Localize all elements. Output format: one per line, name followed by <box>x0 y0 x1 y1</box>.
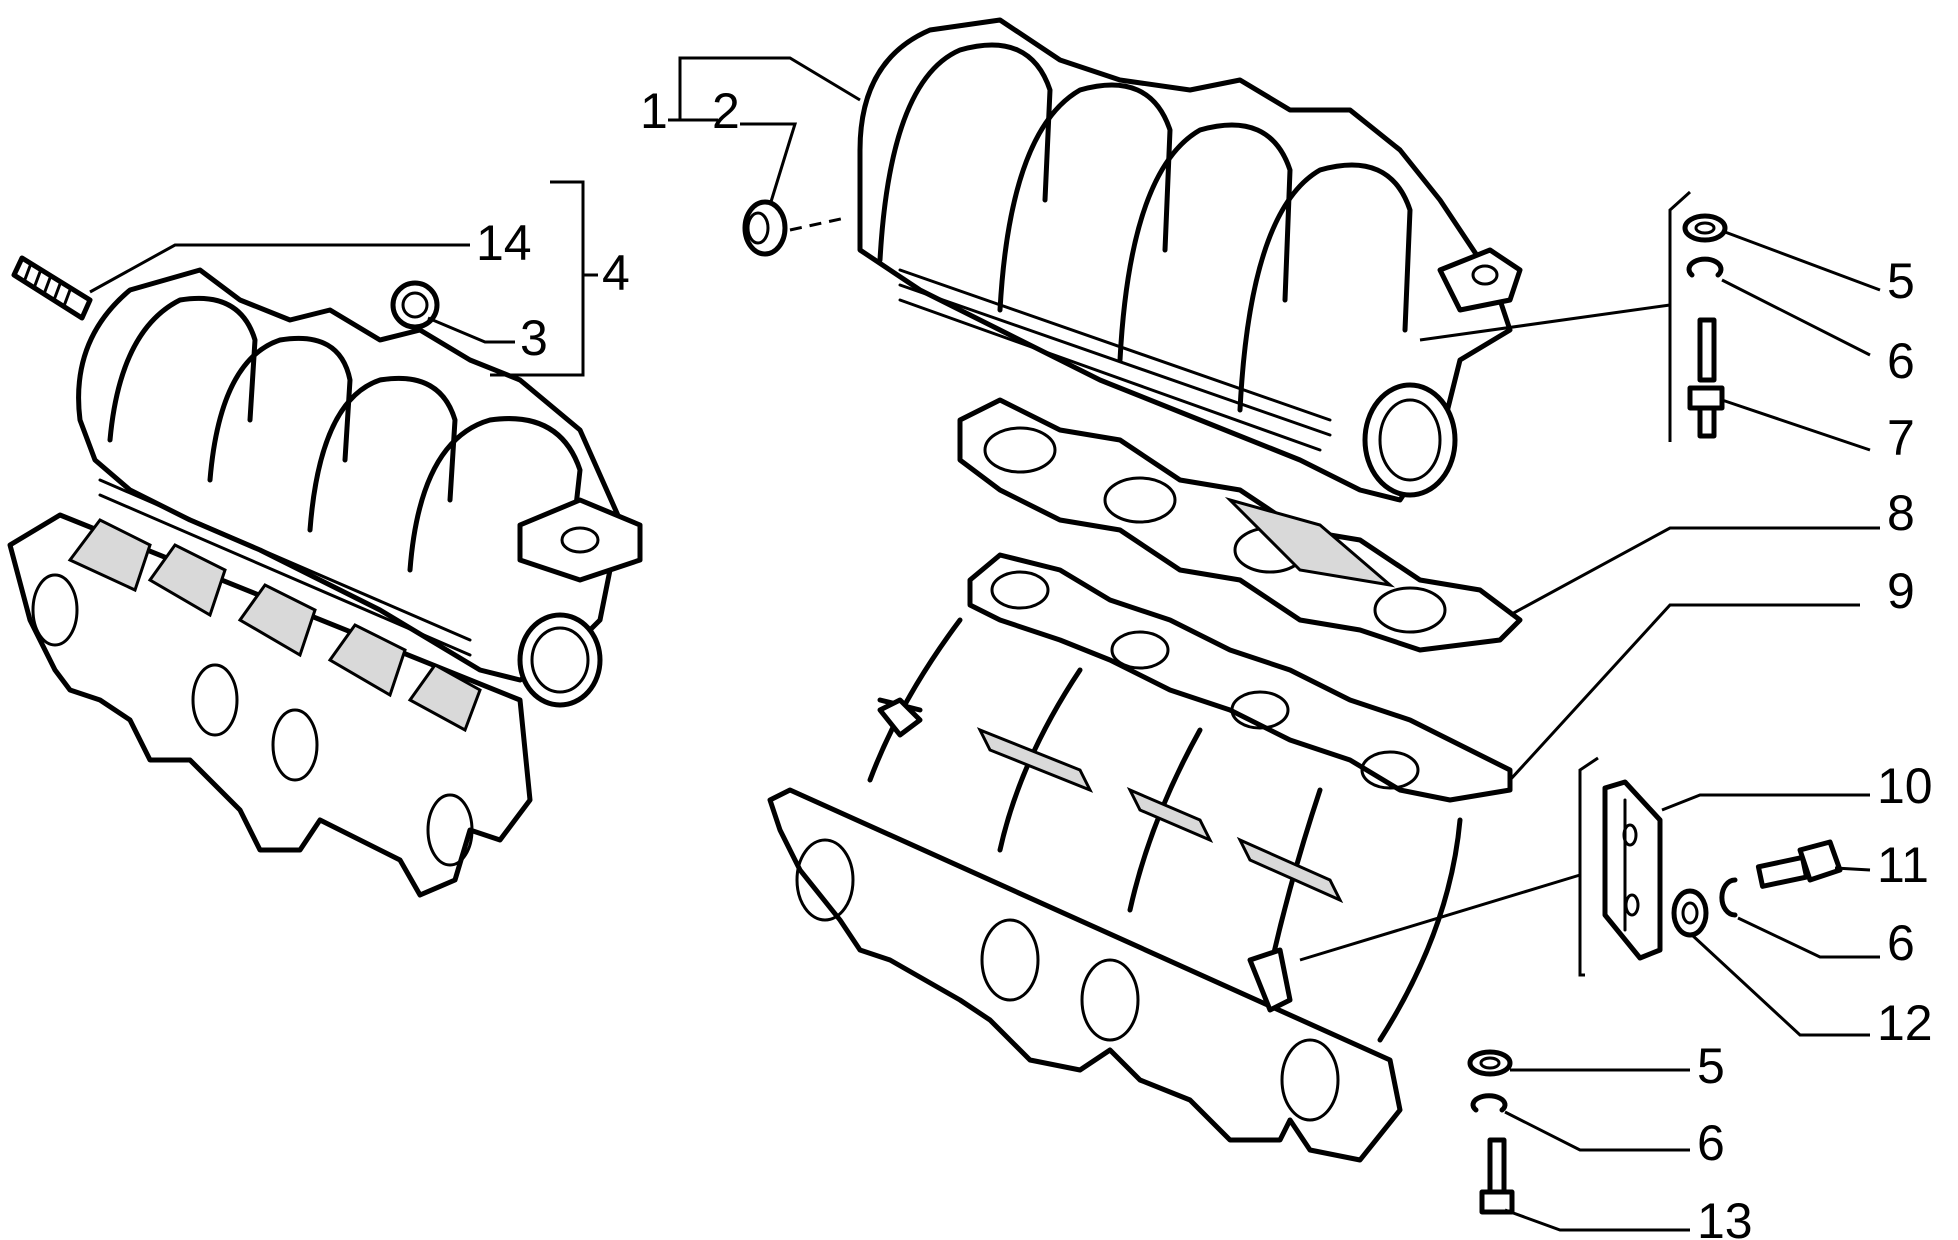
washer-part-5-lower <box>1467 1049 1513 1077</box>
callout-11: 11 <box>1877 837 1929 893</box>
stud-part-14 <box>11 255 93 321</box>
callout-13: 13 <box>1697 1193 1753 1240</box>
callout-labels: 1 2 3 4 5 5 6 6 6 7 8 9 10 11 12 13 14 <box>476 83 1933 1240</box>
callout-1: 1 <box>640 83 668 139</box>
lock-washer-part-6-lower <box>1470 1093 1508 1113</box>
callout-12: 12 <box>1877 995 1933 1051</box>
callout-5-lower: 5 <box>1697 1038 1725 1094</box>
bolt-part-11 <box>1755 839 1843 889</box>
callout-6-middle: 6 <box>1887 915 1915 971</box>
callout-3: 3 <box>520 310 548 366</box>
callout-2: 2 <box>712 83 740 139</box>
stud-bolt-part-7 <box>1687 317 1725 439</box>
callout-14: 14 <box>476 215 532 271</box>
bolt-part-13 <box>1479 1137 1515 1215</box>
callout-5-upper: 5 <box>1887 253 1915 309</box>
seal-ring-part-3 <box>390 280 440 330</box>
callout-4: 4 <box>602 245 630 301</box>
lock-washer-part-6-upper <box>1686 256 1724 278</box>
callout-6-lower: 6 <box>1697 1115 1725 1171</box>
cap-part-2 <box>742 199 846 257</box>
callout-7: 7 <box>1887 410 1915 466</box>
leader-lines <box>89 56 1881 1232</box>
callout-8: 8 <box>1887 485 1915 541</box>
bracket-part-10 <box>1602 779 1663 961</box>
callout-9: 9 <box>1887 563 1915 619</box>
upper-intake-manifold <box>857 17 1523 503</box>
lock-washer-part-6-middle <box>1719 877 1738 918</box>
washer-part-5-upper <box>1682 213 1728 243</box>
washer-part-12 <box>1671 888 1709 938</box>
callout-6-upper: 6 <box>1887 333 1915 389</box>
callout-10: 10 <box>1877 758 1933 814</box>
gasket-part-8 <box>957 397 1523 653</box>
assembled-intake-manifold <box>7 267 643 898</box>
lower-intake-manifold <box>767 552 1513 1163</box>
